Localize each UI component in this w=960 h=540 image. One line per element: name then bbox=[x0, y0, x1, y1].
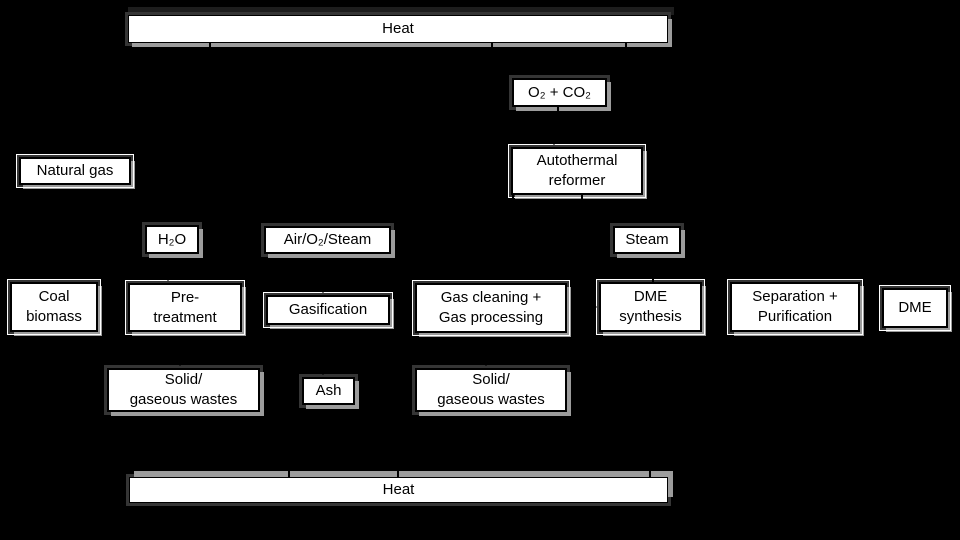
connector-tick bbox=[512, 195, 514, 201]
node-pre-treatment: Pre- treatment bbox=[125, 280, 245, 335]
node-dme-synthesis: DME synthesis bbox=[596, 279, 705, 335]
node-gas-cleaning-processing: Gas cleaning + Gas processing bbox=[412, 280, 570, 336]
connector-tick bbox=[652, 276, 654, 282]
node-separation-purification: Separation + Purification bbox=[727, 279, 863, 335]
node-solid-gaseous-wastes-left: Solid/ gaseous wastes bbox=[107, 368, 260, 412]
node-solid-gaseous-wastes-right: Solid/ gaseous wastes bbox=[415, 368, 567, 412]
arrowhead-right-icon bbox=[591, 302, 597, 312]
connector-tick bbox=[557, 107, 559, 112]
arrowhead-down-icon bbox=[318, 370, 328, 375]
arrowhead-down-icon bbox=[318, 288, 328, 293]
arrowhead-right-icon bbox=[873, 303, 879, 313]
node-autothermal-reformer: Autothermal reformer bbox=[508, 144, 646, 198]
node-ash: Ash bbox=[302, 377, 355, 405]
arrowhead-down-icon bbox=[481, 361, 491, 366]
node-o2-co2: O₂ + CO₂ bbox=[512, 78, 607, 107]
arrowhead-down-icon bbox=[549, 140, 559, 145]
connector-tick bbox=[581, 195, 583, 201]
node-h2o: H₂O bbox=[145, 225, 199, 254]
connector-tick bbox=[625, 43, 627, 48]
heat-top-shadow-band bbox=[128, 7, 674, 15]
connector-tick bbox=[649, 471, 651, 477]
node-air-o2-steam: Air/O₂/Steam bbox=[264, 226, 391, 254]
node-natural-gas: Natural gas bbox=[16, 154, 134, 188]
node-steam: Steam bbox=[613, 226, 681, 254]
node-heat-top: Heat bbox=[128, 15, 668, 43]
arrowhead-down-icon bbox=[163, 276, 173, 281]
connector-tick bbox=[288, 471, 290, 477]
connector-tick bbox=[209, 43, 211, 48]
node-coal-biomass: Coal biomass bbox=[7, 279, 101, 335]
node-dme-product: DME bbox=[879, 285, 951, 331]
connector-tick bbox=[491, 43, 493, 48]
connector-tick bbox=[397, 471, 399, 477]
node-gasification: Gasification bbox=[263, 292, 393, 328]
node-heat-bottom: Heat bbox=[129, 477, 668, 503]
arrowhead-down-icon bbox=[175, 361, 185, 366]
